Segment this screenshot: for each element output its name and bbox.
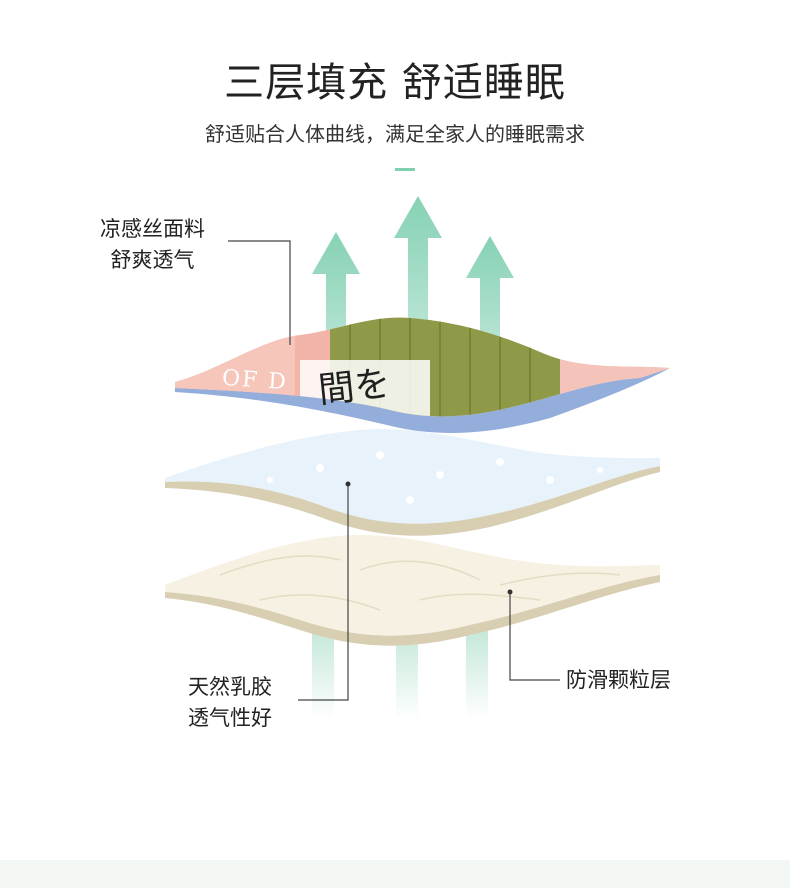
label-cooling-fabric-line2: 舒爽透气 — [110, 248, 195, 272]
label-anti-slip-line1: 防滑颗粒层 — [566, 668, 671, 692]
label-latex-line1: 天然乳胶 — [188, 675, 272, 699]
anti-slip-layer — [165, 535, 660, 646]
accent-divider — [395, 168, 415, 171]
label-latex: 天然乳胶 透气性好 — [188, 672, 272, 734]
page-title: 三层填充 舒适睡眠 — [224, 60, 566, 106]
leader-line-middle — [298, 484, 349, 701]
label-cooling-fabric-line1: 凉感丝面料 — [100, 217, 205, 241]
fabric-print-kanji: 間を — [316, 363, 393, 412]
label-anti-slip: 防滑颗粒层 — [566, 665, 671, 696]
bottom-band — [0, 860, 790, 888]
leader-line-bottom — [509, 592, 560, 681]
arrow-up-icon — [312, 196, 514, 350]
label-latex-line2: 透气性好 — [188, 706, 272, 730]
marker-dot-middle — [345, 481, 351, 487]
label-cooling-fabric: 凉感丝面料 舒爽透气 — [100, 214, 205, 276]
page-subtitle: 舒适贴合人体曲线，满足全家人的睡眠需求 — [205, 122, 585, 146]
marker-dot-bottom — [507, 589, 513, 595]
latex-layer — [165, 429, 660, 536]
fabric-print-latin: OF D — [221, 365, 289, 396]
cooling-fabric-layer — [175, 317, 670, 433]
leader-line-top — [228, 240, 291, 345]
